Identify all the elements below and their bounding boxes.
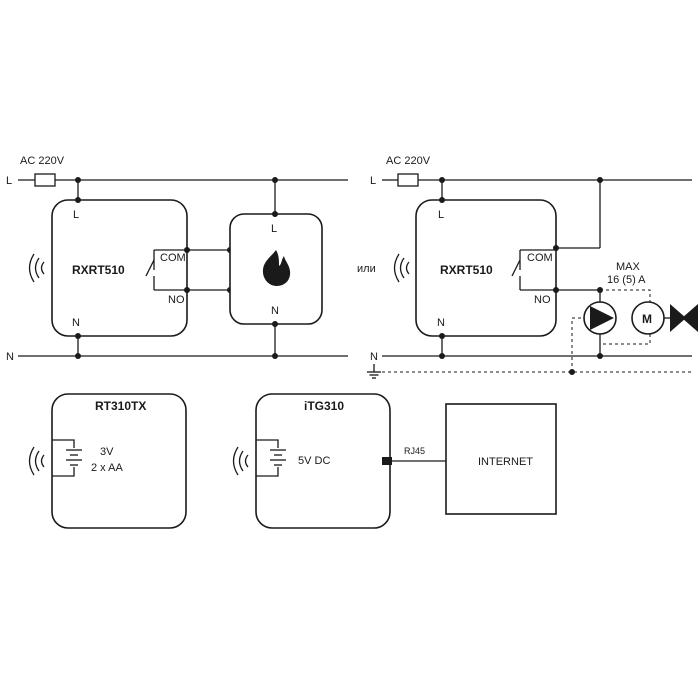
load-rating-line2: 16 (5) A (607, 274, 646, 286)
rxrt510-terminal-n: N (72, 317, 80, 329)
right-circuit: или AC 220V L N RXRT510 L N COM NO (357, 155, 698, 379)
itg310-name: iTG310 (304, 399, 344, 413)
battery-icon (256, 439, 286, 477)
rxrt510-terminal-no: NO (168, 294, 185, 306)
valve-icon (670, 304, 698, 332)
rxrt510-box (51, 199, 188, 337)
battery-type: 2 x AA (91, 462, 123, 474)
motor-label: M (642, 312, 652, 326)
rxrt510-right-box (415, 199, 557, 337)
rj45-label: RJ45 (404, 446, 425, 456)
boiler-terminal-l: L (271, 223, 277, 235)
rt310tx-name: RT310TX (95, 399, 146, 413)
right-supply-label: AC 220V (386, 155, 431, 167)
rxrt510-right-terminal-com: COM (527, 252, 553, 264)
left-supply-label: AC 220V (20, 155, 65, 167)
gateway-power-label: 5V DC (298, 455, 330, 467)
load-rating-line1: MAX (616, 261, 641, 273)
or-label: или (357, 263, 376, 275)
thermostat-unit: RT310TX 3V 2 x AA (28, 393, 187, 529)
rxrt510-right-terminal-l: L (438, 209, 444, 221)
right-line-label: L (370, 175, 376, 187)
wireless-icon (393, 253, 410, 283)
rxrt510-terminal-l: L (73, 209, 79, 221)
gateway-unit: iTG310 5V DC RJ45 (232, 393, 456, 529)
relay-switch-icon (511, 249, 556, 291)
wireless-icon (232, 446, 249, 476)
rxrt510-right-name: RXRT510 (440, 263, 493, 277)
flame-icon (262, 250, 291, 286)
pump-icon (583, 301, 617, 335)
internet-label: INTERNET (478, 456, 533, 468)
rxrt510-right-terminal-n: N (437, 317, 445, 329)
left-line-label: L (6, 175, 12, 187)
rt310tx-box (51, 393, 187, 529)
rxrt510-right-terminal-no: NO (534, 294, 551, 306)
internet-box (445, 403, 557, 515)
battery-voltage: 3V (100, 446, 114, 458)
rj45-port-gateway (382, 457, 392, 465)
battery-icon (52, 439, 82, 477)
relay-switch-icon (145, 249, 187, 291)
right-neutral-label: N (370, 351, 378, 363)
wireless-icon (28, 253, 45, 283)
ground-icon (367, 364, 381, 379)
fuse-icon (34, 173, 56, 187)
rxrt510-terminal-com: COM (160, 252, 186, 264)
fuse-icon (397, 173, 419, 187)
rxrt510-name: RXRT510 (72, 263, 125, 277)
boiler-terminal-n: N (271, 305, 279, 317)
left-circuit: AC 220V L N RXRT510 L N COM NO (6, 155, 348, 363)
wireless-icon (28, 446, 45, 476)
left-neutral-label: N (6, 351, 14, 363)
internet-unit: INTERNET (445, 403, 557, 515)
